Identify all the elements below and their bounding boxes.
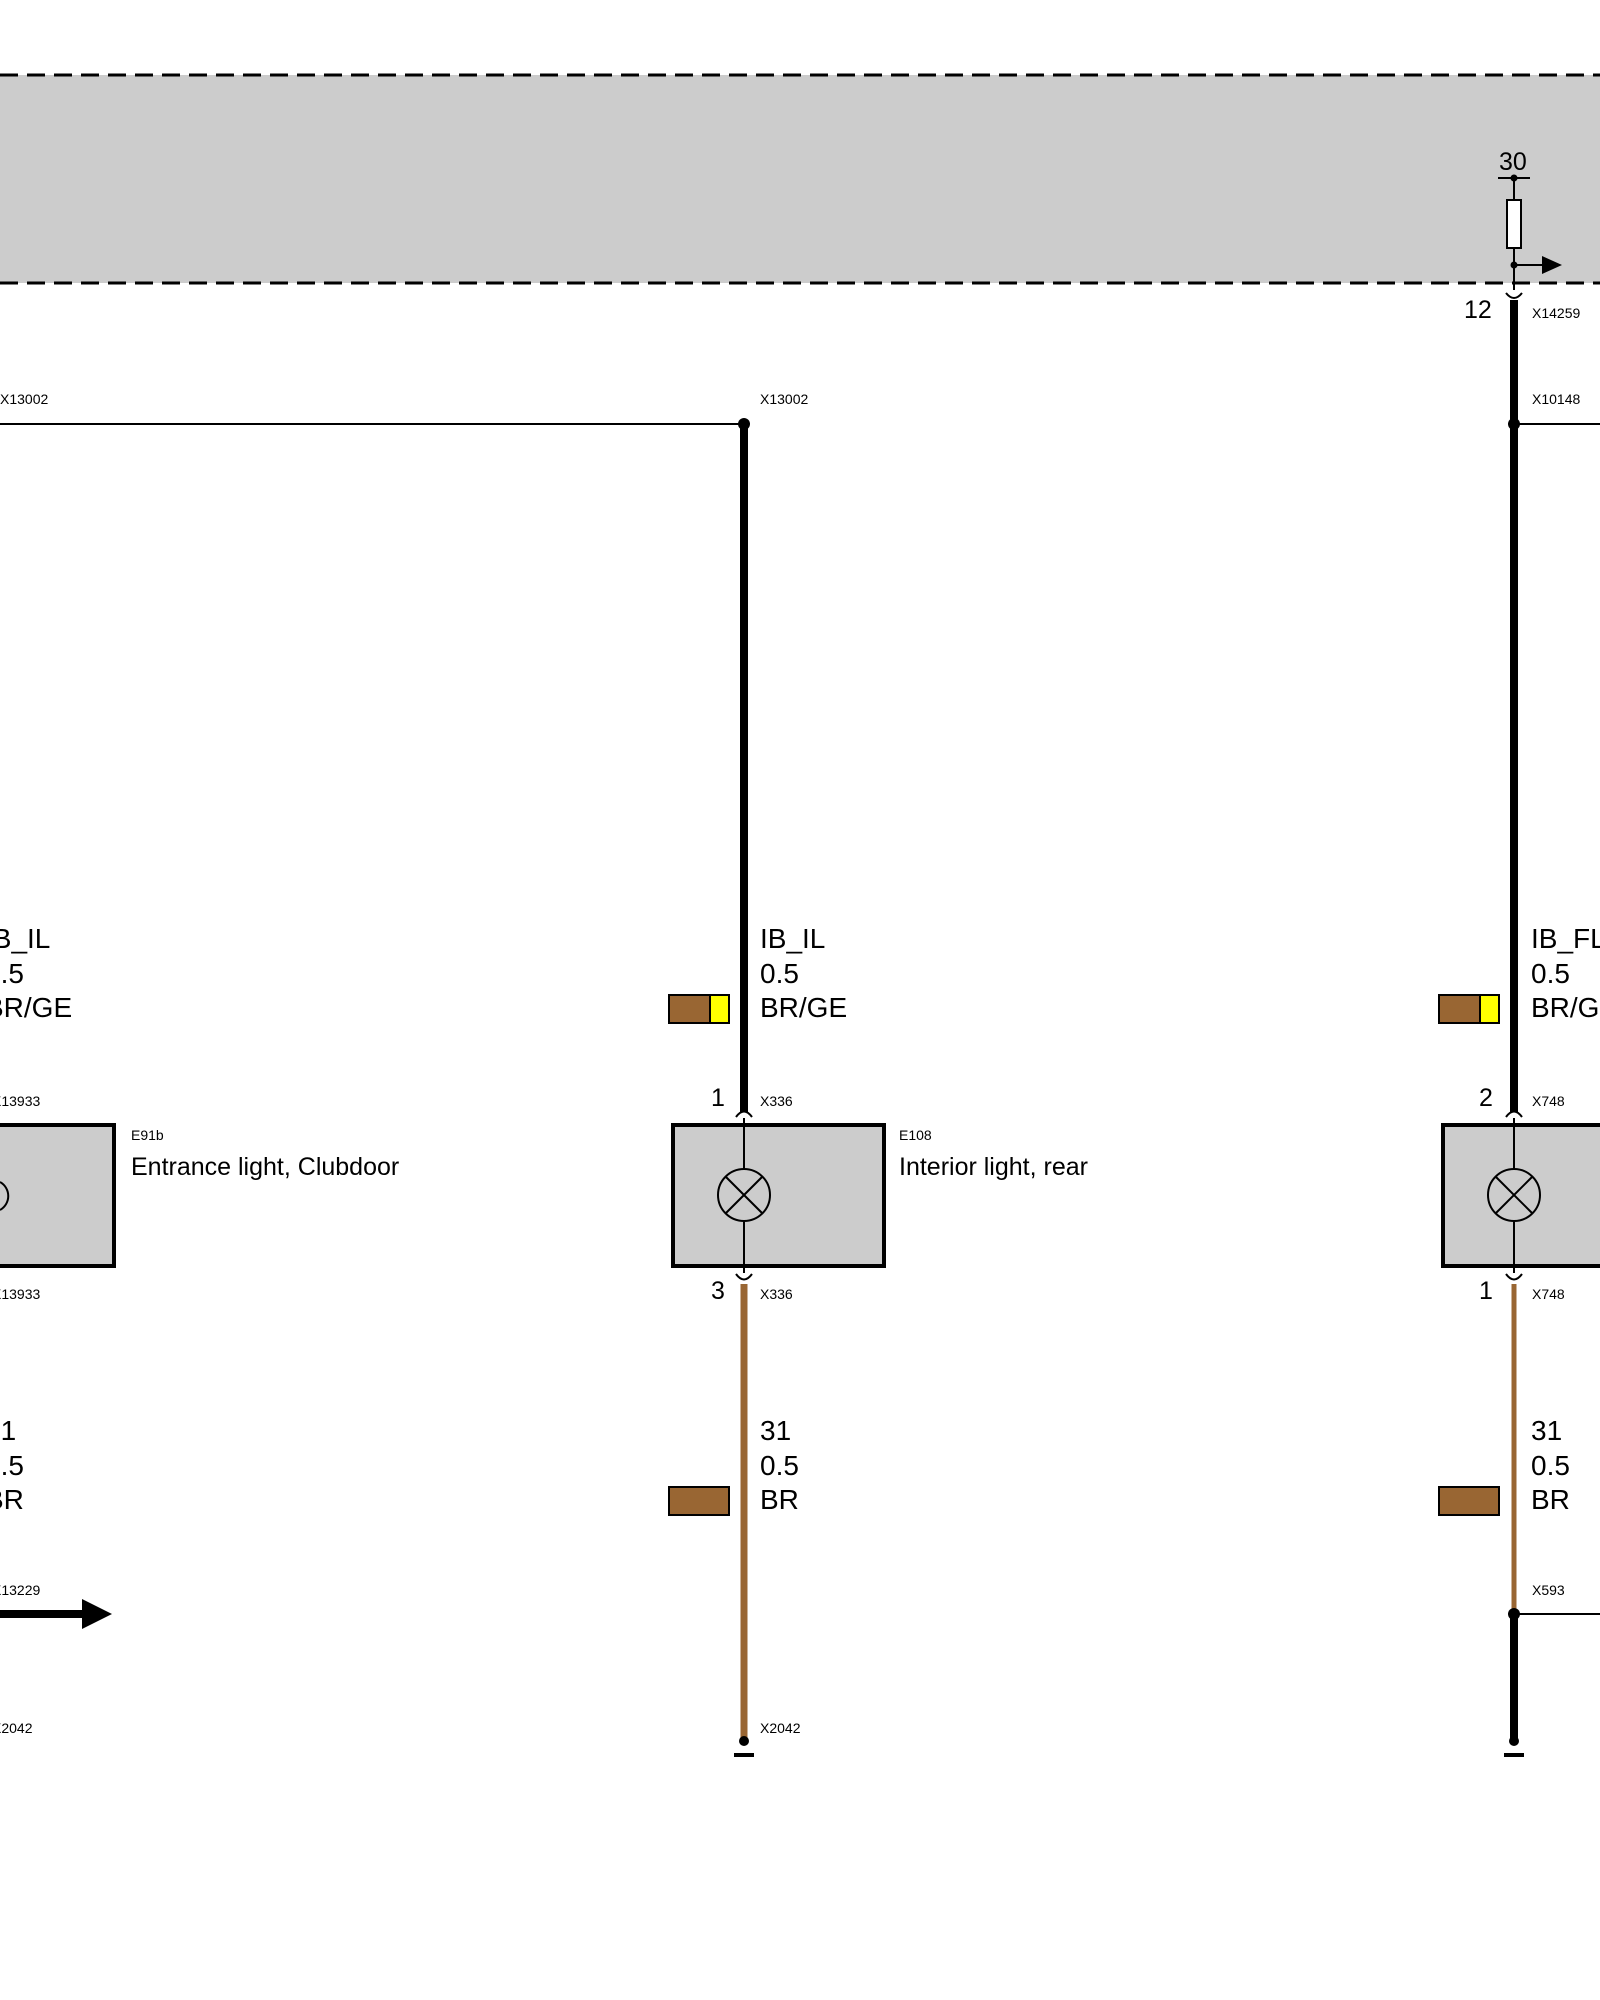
connector-x13933-bottom: X13933: [0, 1286, 40, 1302]
connector-socket-right-top: [1505, 1110, 1523, 1118]
connector-x336-bottom: X336: [760, 1286, 793, 1302]
wire-mid-lower-gauge: 0.5: [760, 1450, 799, 1481]
terminal-30-label: 30: [1499, 148, 1527, 176]
lamp-icon-mid: [717, 1168, 771, 1222]
wire-left-lower-gauge: 0.5: [0, 1450, 24, 1481]
wire-mid-upper-signal: IB_IL: [760, 923, 825, 954]
connector-socket-mid-top: [735, 1110, 753, 1118]
splice-x13002-mid: X13002: [760, 391, 808, 407]
component-e91b-code: E91b: [131, 1127, 164, 1143]
wire-mid-lower-color: BR: [760, 1484, 799, 1515]
splice-x10148: X10148: [1532, 391, 1580, 407]
splice-dot-right: [1508, 418, 1520, 430]
ground-icon-right: [1504, 1736, 1524, 1757]
output-arrow-icon: [1542, 256, 1562, 274]
control-module-panel: [0, 75, 1600, 283]
color-swatch-br-right: [1438, 1486, 1500, 1516]
wire-right-upper-color: BR/GE: [1531, 992, 1600, 1023]
color-swatch-br-mid: [668, 1486, 730, 1516]
splice-x13002-left: X13002: [0, 391, 48, 407]
color-swatch-brge-mid: [668, 994, 730, 1024]
connector-socket-icon: [1505, 292, 1523, 299]
component-right-box: [1441, 1123, 1600, 1268]
wire-mid-upper-gauge: 0.5: [760, 958, 799, 989]
connector-x14259: X14259: [1532, 305, 1580, 321]
continuation-arrow-icon: [82, 1599, 112, 1629]
splice-dot-mid: [738, 418, 750, 430]
connector-socket-mid-bottom: [735, 1273, 753, 1281]
lamp-arc-left: [0, 1181, 10, 1211]
wire-left-upper-gauge: 0.5: [0, 958, 24, 989]
wire-left-upper-color: BR/GE: [0, 992, 72, 1023]
pin-1-mid: 1: [711, 1084, 725, 1112]
connector-x336-top: X336: [760, 1093, 793, 1109]
connector-socket-right-bottom: [1505, 1273, 1523, 1281]
splice-x593: X593: [1532, 1582, 1565, 1598]
fuse-icon: [1506, 199, 1522, 249]
ground-icon-mid: [734, 1736, 754, 1757]
splice-dot-x593: [1508, 1608, 1520, 1620]
wire-left-upper-signal: IB_IL: [0, 923, 50, 954]
color-swatch-brge-right: [1438, 994, 1500, 1024]
wire-right-upper-gauge: 0.5: [1531, 958, 1570, 989]
terminal-30-feed: [1498, 174, 1562, 290]
pin-1-right: 1: [1479, 1277, 1493, 1305]
component-e108-name: Interior light, rear: [899, 1153, 1088, 1181]
component-e108-box: [671, 1123, 886, 1268]
splice-x13229: X13229: [0, 1582, 40, 1598]
lamp-icon-right: [1487, 1168, 1541, 1222]
wire-right-lower-gauge: 0.5: [1531, 1450, 1570, 1481]
component-e108-code: E108: [899, 1127, 932, 1143]
wire-left-lower-signal: 31: [0, 1415, 16, 1446]
wire-right-upper-signal: IB_FL: [1531, 923, 1600, 954]
component-e91b-name: Entrance light, Clubdoor: [131, 1153, 399, 1181]
wire-right-lower-signal: 31: [1531, 1415, 1562, 1446]
ground-x2042-mid: X2042: [760, 1720, 801, 1736]
wire-mid-upper-color: BR/GE: [760, 992, 847, 1023]
connector-x13933-top: X13933: [0, 1093, 40, 1109]
pin-12-label: 12: [1464, 296, 1492, 324]
connector-x748-top: X748: [1532, 1093, 1565, 1109]
wire-left-lower-color: BR: [0, 1484, 24, 1515]
wire-mid-lower-signal: 31: [760, 1415, 791, 1446]
pin-3-mid: 3: [711, 1277, 725, 1305]
ground-x2042-left: X2042: [0, 1720, 33, 1736]
component-e91b-box: [0, 1123, 116, 1268]
connector-x748-bottom: X748: [1532, 1286, 1565, 1302]
pin-2-right: 2: [1479, 1084, 1493, 1112]
wire-right-lower-color: BR: [1531, 1484, 1570, 1515]
